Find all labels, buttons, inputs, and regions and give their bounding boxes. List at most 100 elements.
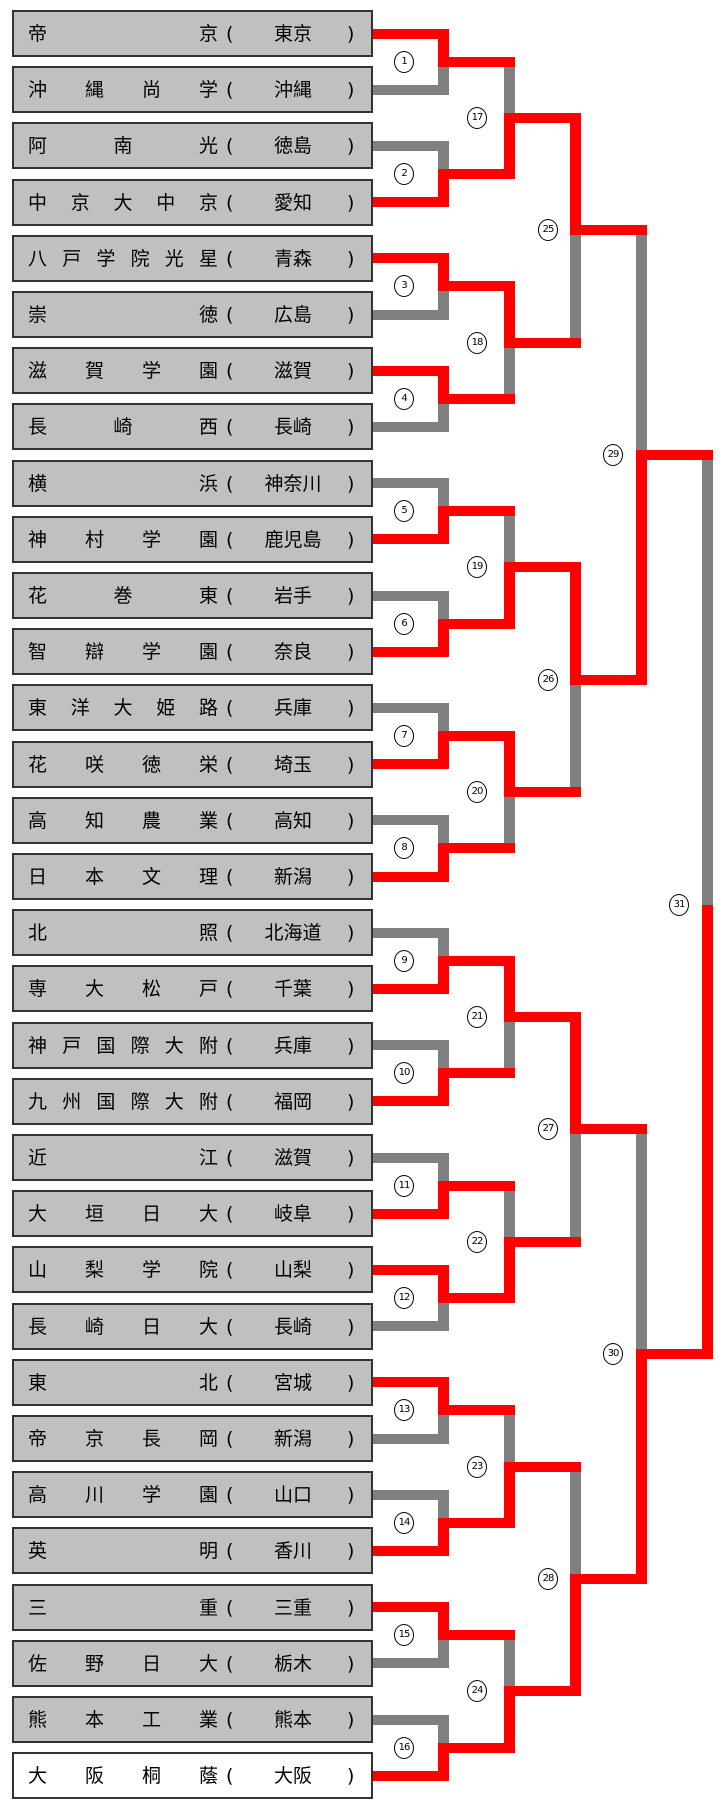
bracket-line: [504, 1461, 581, 1472]
team-prefecture: 岐阜: [273, 1203, 312, 1226]
match-number-badge: 6: [394, 612, 414, 635]
paren-close: ): [347, 79, 355, 102]
team-prefecture: 高知: [273, 809, 312, 832]
team-name: 中京大中京: [28, 191, 218, 214]
bracket-line: [702, 904, 713, 1360]
team-prefecture: 岩手: [273, 585, 312, 607]
bracket-line: [373, 1152, 449, 1163]
team-prefecture: 栃木: [273, 1652, 312, 1675]
team-box: 近江(滋賀): [12, 1134, 373, 1181]
team-name: 九州国際大附: [28, 1090, 218, 1113]
bracket-line: [438, 702, 449, 736]
paren-close: ): [347, 1259, 355, 1282]
team-name: 高川学園: [28, 1484, 218, 1507]
bracket-line: [504, 731, 515, 793]
paren-open: (: [226, 1709, 234, 1731]
match-number-badge: 10: [394, 1062, 414, 1085]
paren-close: ): [347, 247, 355, 270]
team-name: 滋賀学園: [28, 360, 218, 383]
team-name: 北照: [28, 922, 218, 945]
match-number-badge: 25: [538, 219, 558, 242]
bracket-line: [438, 1522, 449, 1556]
bracket-line: [570, 1579, 581, 1697]
bracket-line: [636, 455, 647, 685]
team-box: 北照(北海道): [12, 909, 373, 957]
bracket-line: [438, 1040, 449, 1074]
bracket-line: [636, 450, 713, 460]
team-box: 専大松戸(千葉): [12, 965, 373, 1013]
team-prefecture: 鹿児島: [264, 528, 322, 551]
match-number-badge: 4: [394, 387, 414, 410]
team-name: 大阪桐蔭: [28, 1765, 218, 1788]
team-box: 花巻東(岩手): [12, 572, 373, 619]
match-number-badge: 3: [394, 275, 414, 298]
paren-open: (: [226, 1596, 234, 1619]
team-box: 神戸国際大附(兵庫): [12, 1021, 373, 1069]
team-name: 崇徳: [28, 304, 218, 326]
bracket-line: [438, 1152, 449, 1186]
match-number-badge: 16: [394, 1736, 414, 1759]
bracket-line: [438, 1410, 449, 1444]
bracket-line: [504, 792, 515, 854]
match-number-badge: 17: [467, 106, 487, 129]
team-box: 神村学園(鹿児島): [12, 515, 373, 563]
bracket-line: [438, 1602, 449, 1636]
bracket-line: [438, 736, 449, 770]
bracket-line: [373, 702, 449, 713]
team-prefecture: 青森: [273, 247, 312, 270]
match-number-badge: 19: [467, 556, 487, 579]
bracket-line: [438, 955, 515, 966]
paren-close: ): [347, 1652, 355, 1675]
team-prefecture: 熊本: [273, 1709, 312, 1731]
paren-open: (: [226, 191, 234, 214]
bracket-line: [373, 1545, 449, 1556]
paren-open: (: [226, 1090, 234, 1113]
paren-open: (: [226, 866, 234, 888]
bracket-line: [373, 1264, 449, 1275]
team-box: 崇徳(広島): [12, 291, 373, 338]
team-name: 佐野日大: [28, 1652, 218, 1675]
bracket-line: [636, 225, 647, 455]
match-number-badge: 24: [467, 1680, 487, 1703]
team-name: 帝京: [28, 23, 218, 45]
bracket-line: [636, 1349, 713, 1360]
bracket-line: [438, 1489, 449, 1523]
match-number-badge: 9: [394, 949, 414, 972]
paren-close: ): [347, 866, 355, 888]
bracket-line: [504, 281, 515, 343]
bracket-line: [438, 286, 449, 320]
paren-open: (: [226, 641, 234, 664]
bracket-line: [373, 1208, 449, 1219]
bracket-line: [438, 1293, 515, 1303]
bracket-line: [438, 848, 449, 882]
bracket-line: [438, 511, 449, 545]
bracket-line: [438, 960, 449, 994]
team-prefecture: 広島: [273, 304, 312, 326]
team-box: 東洋大姫路(兵庫): [12, 684, 373, 732]
paren-close: ): [347, 1428, 355, 1450]
bracket-line: [373, 421, 449, 432]
bracket-line: [373, 365, 449, 376]
bracket-line: [570, 1124, 647, 1135]
team-box: 帝京長岡(新潟): [12, 1415, 373, 1462]
team-name: 山梨学院: [28, 1259, 218, 1282]
team-prefecture: 滋賀: [273, 360, 312, 383]
team-prefecture: 徳島: [273, 135, 312, 158]
bracket-line: [373, 309, 449, 320]
team-prefecture: 千葉: [273, 978, 312, 1001]
paren-open: (: [226, 753, 234, 776]
team-prefecture: 愛知: [273, 191, 312, 214]
bracket-line: [504, 506, 515, 568]
bracket-line: [438, 618, 515, 629]
paren-open: (: [226, 1034, 234, 1057]
paren-close: ): [347, 1315, 355, 1338]
bracket-line: [504, 117, 515, 179]
team-prefecture: 新潟: [273, 866, 312, 888]
bracket-line: [373, 590, 449, 601]
paren-close: ): [347, 1090, 355, 1113]
team-box: 花咲徳栄(埼玉): [12, 740, 373, 788]
bracket-line: [438, 61, 449, 95]
bracket-line: [438, 1747, 449, 1781]
team-name: 専大松戸: [28, 978, 218, 1001]
